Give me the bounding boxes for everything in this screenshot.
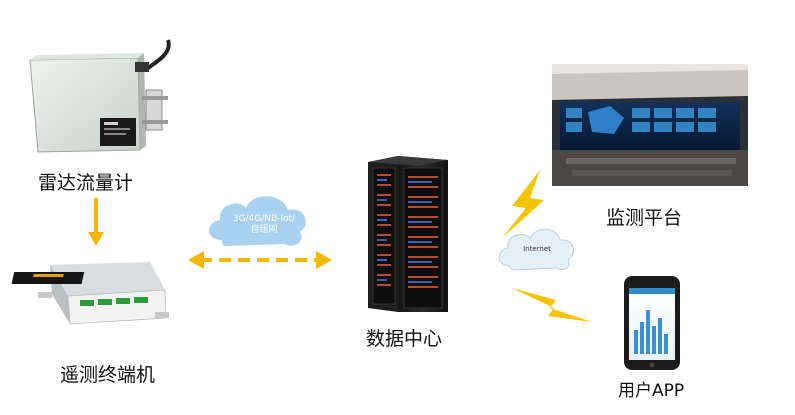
smartphone-icon [624, 276, 680, 370]
radar-flowmeter-device [29, 39, 171, 153]
app-label: 用户APP [618, 381, 685, 401]
monitoring-wall-image [552, 64, 748, 186]
rtu-label: 遥测终端机 [60, 364, 156, 386]
dashed-double-arrow [188, 251, 332, 269]
internet-cloud-icon [498, 228, 575, 271]
arrow-radar-to-rtu [88, 198, 104, 246]
server-rack-icon [368, 156, 448, 312]
network-cloud-line2: 自组网 [250, 225, 278, 235]
internet-cloud-label: Internet [523, 245, 551, 253]
lightning-bolt-icon-lower [512, 288, 592, 322]
platform-label: 监测平台 [606, 207, 683, 229]
lightning-bolt-icon-upper [502, 170, 544, 238]
radar-flowmeter-label: 雷达流量计 [38, 172, 134, 194]
network-cloud-text: 3G/4G/NB-lot/ 自组网 [222, 214, 306, 236]
rtu-device [11, 262, 169, 325]
network-cloud-line1: 3G/4G/NB-lot/ [232, 214, 296, 224]
network-cloud-icon [208, 196, 306, 246]
datacenter-label: 数据中心 [366, 328, 443, 350]
